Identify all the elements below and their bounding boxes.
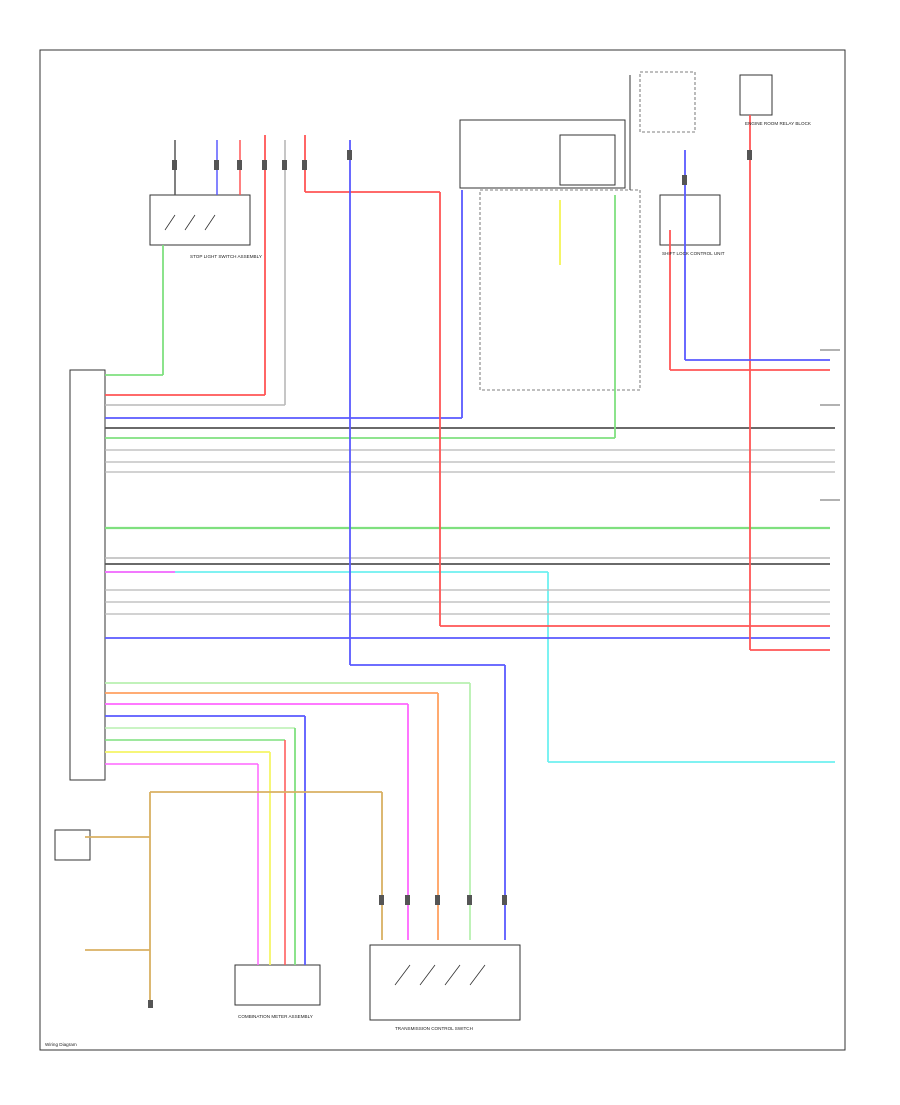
ecm-block-label: COMBINATION METER ASSEMBLY	[238, 1014, 313, 1019]
shift-lock-box	[659, 194, 721, 246]
transmission-switch-contacts	[394, 964, 486, 986]
module-dashed	[479, 189, 641, 391]
corner-block-label: ENGINE ROOM RELAY BLOCK	[745, 121, 812, 126]
connector-pins	[148, 150, 752, 1008]
shift-lock-label: SHIFT LOCK CONTROL UNIT	[662, 251, 725, 256]
wire-bundle	[85, 115, 835, 1000]
stop-light-switch-contacts	[164, 214, 216, 231]
left-device-box	[54, 829, 91, 861]
relay-box-right	[739, 74, 773, 116]
relay-box-top	[459, 119, 626, 189]
module-inner	[559, 134, 616, 186]
transmission-switch-box	[369, 944, 521, 1021]
stop-light-switch-box	[149, 194, 251, 246]
diagram-frame	[39, 49, 846, 1051]
fuse-box-dash	[639, 71, 696, 133]
combination-meter-box	[234, 964, 321, 1006]
stop-light-switch-label: STOP LIGHT SWITCH ASSEMBLY	[190, 254, 262, 259]
transmission-switch-label: TRANSMISSION CONTROL SWITCH	[395, 1026, 473, 1031]
page-id-label: Wiring Diagram	[45, 1042, 77, 1047]
ecu-connector-block	[69, 369, 106, 781]
right-connector-ticks	[820, 349, 840, 501]
